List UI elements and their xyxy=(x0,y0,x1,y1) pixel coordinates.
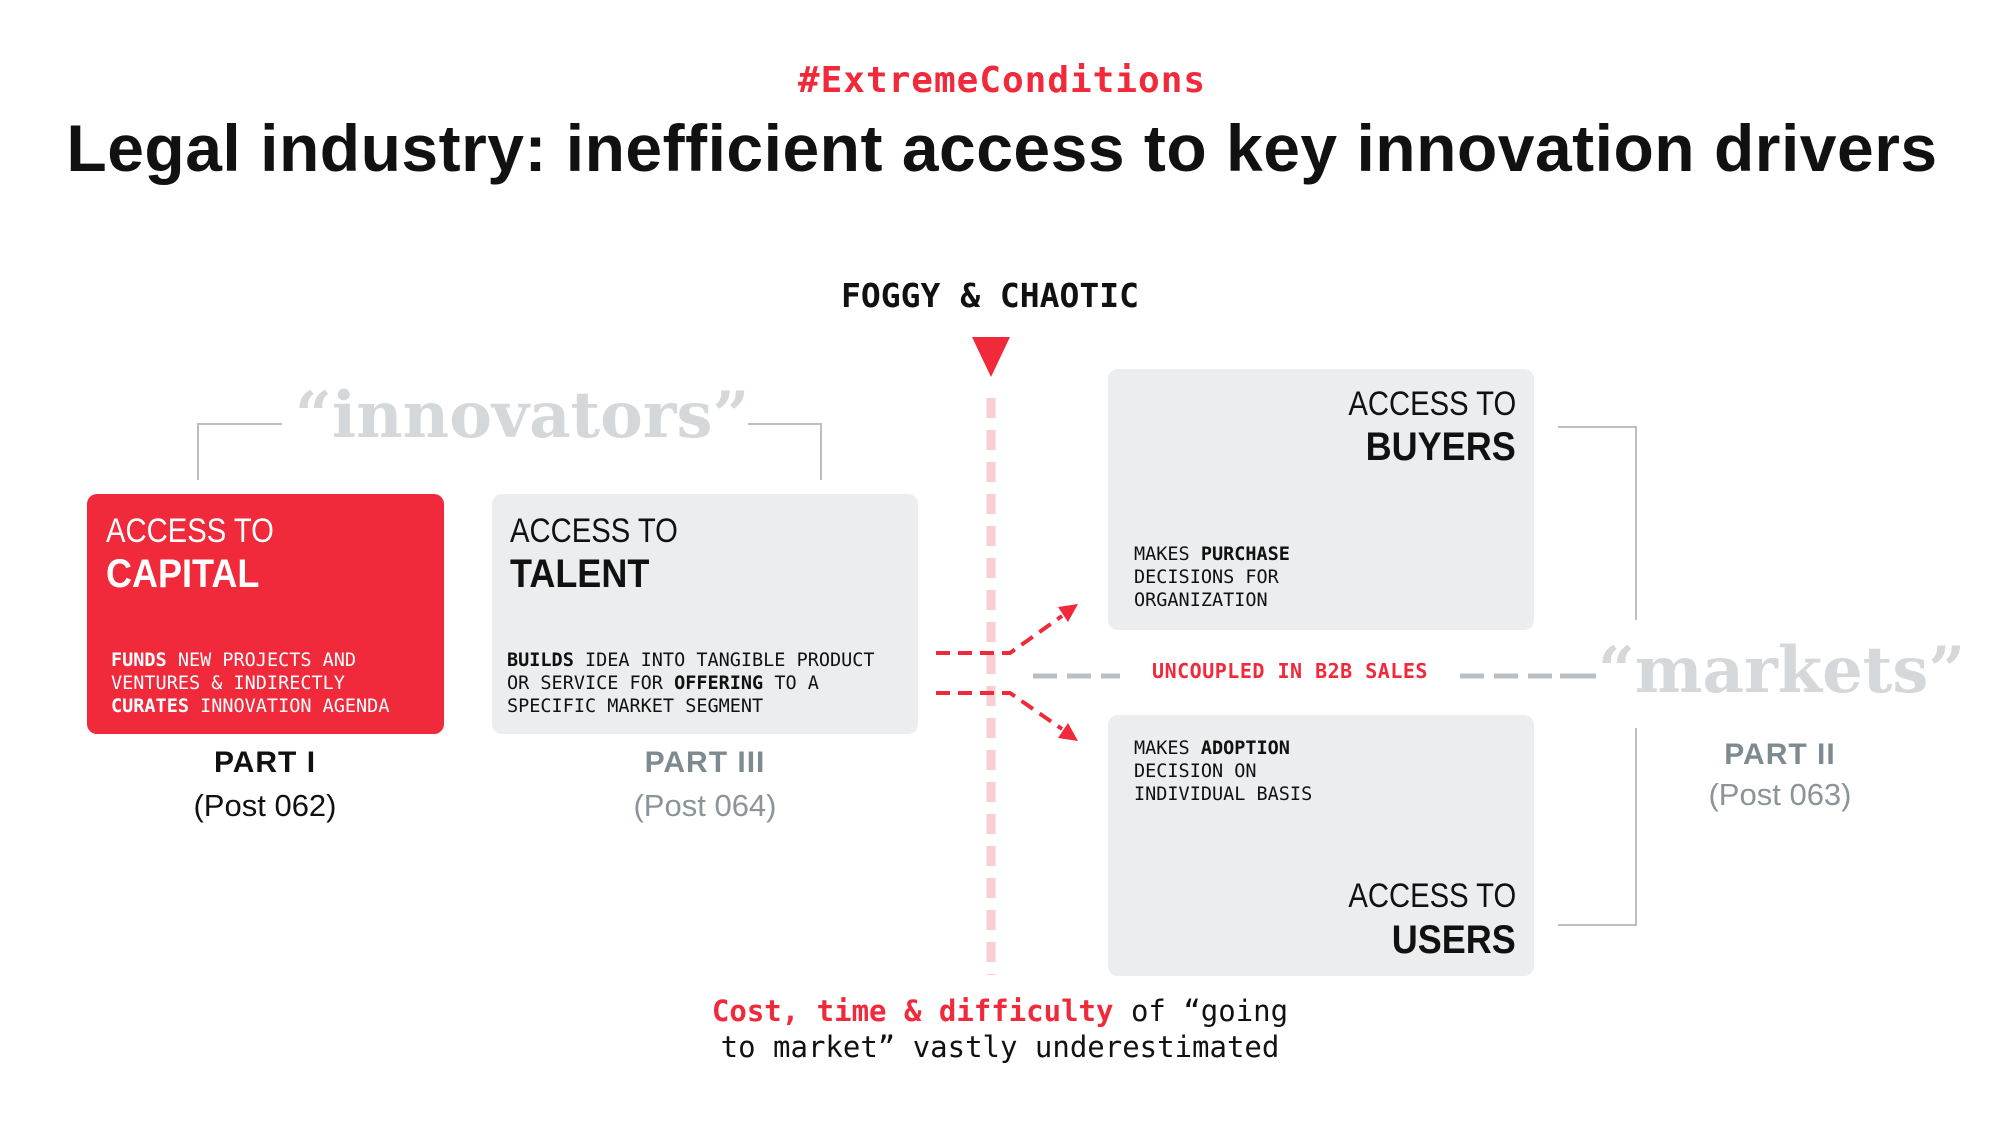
innovators-bracket-left xyxy=(197,423,282,480)
talent-access-label: ACCESS TO xyxy=(510,512,678,550)
talent-title: TALENT xyxy=(510,552,650,596)
users-title: USERS xyxy=(1391,918,1516,962)
capital-description: FUNDS NEW PROJECTS AND VENTURES & INDIRE… xyxy=(111,650,390,717)
buyers-card: ACCESS TO BUYERS MAKES PURCHASE DECISION… xyxy=(1108,369,1534,630)
down-triangle-icon xyxy=(972,337,1010,377)
users-description: MAKES ADOPTION DECISION ON INDIVIDUAL BA… xyxy=(1134,738,1313,805)
bottom-note-rest: of “going xyxy=(1113,994,1289,1028)
buyers-description: MAKES PURCHASE DECISIONS FOR ORGANIZATIO… xyxy=(1134,544,1290,611)
talent-description: BUILDS IDEA INTO TANGIBLE PRODUCT OR SER… xyxy=(507,650,875,717)
bottom-note-line2: to market” vastly underestimated xyxy=(720,1030,1280,1064)
foggy-chaotic-label: FOGGY & CHAOTIC xyxy=(840,276,1139,315)
part2-post: (Post 063) xyxy=(1708,777,1852,812)
part3-label: PART III xyxy=(644,746,766,779)
talent-card: ACCESS TO TALENT BUILDS IDEA INTO TANGIB… xyxy=(492,494,918,734)
arrow-to-buyers xyxy=(936,614,1064,655)
bottom-note-highlight: Cost, time & difficulty xyxy=(711,994,1114,1028)
capital-card: ACCESS TO CAPITAL FUNDS NEW PROJECTS AND… xyxy=(87,494,444,734)
markets-bracket-bottom xyxy=(1558,728,1637,926)
capital-title: CAPITAL xyxy=(106,552,260,596)
markets-group-label: “markets” xyxy=(1598,633,1966,708)
buyers-access-label: ACCESS TO xyxy=(1348,385,1516,423)
markets-bracket-top xyxy=(1558,426,1637,620)
users-card: MAKES ADOPTION DECISION ON INDIVIDUAL BA… xyxy=(1108,715,1534,976)
part3-post: (Post 064) xyxy=(633,788,777,823)
innovators-group-label: “innovators” xyxy=(295,378,750,453)
buyers-title: BUYERS xyxy=(1365,425,1516,469)
arrow-head-users-icon xyxy=(1058,723,1078,741)
uncoupled-label: UNCOUPLED IN B2B SALES xyxy=(1152,659,1428,683)
capital-access-label: ACCESS TO xyxy=(106,512,274,550)
arrow-head-buyers-icon xyxy=(1058,604,1078,622)
arrow-to-users xyxy=(936,691,1064,731)
users-access-label: ACCESS TO xyxy=(1348,877,1516,915)
hashtag-label: #ExtremeConditions xyxy=(797,60,1207,101)
part1-post: (Post 062) xyxy=(193,788,337,823)
page-title: Legal industry: inefficient access to ke… xyxy=(66,111,1938,185)
part2-label: PART II xyxy=(1724,738,1836,771)
part1-label: PART I xyxy=(213,746,317,779)
innovators-bracket-right xyxy=(748,423,822,480)
